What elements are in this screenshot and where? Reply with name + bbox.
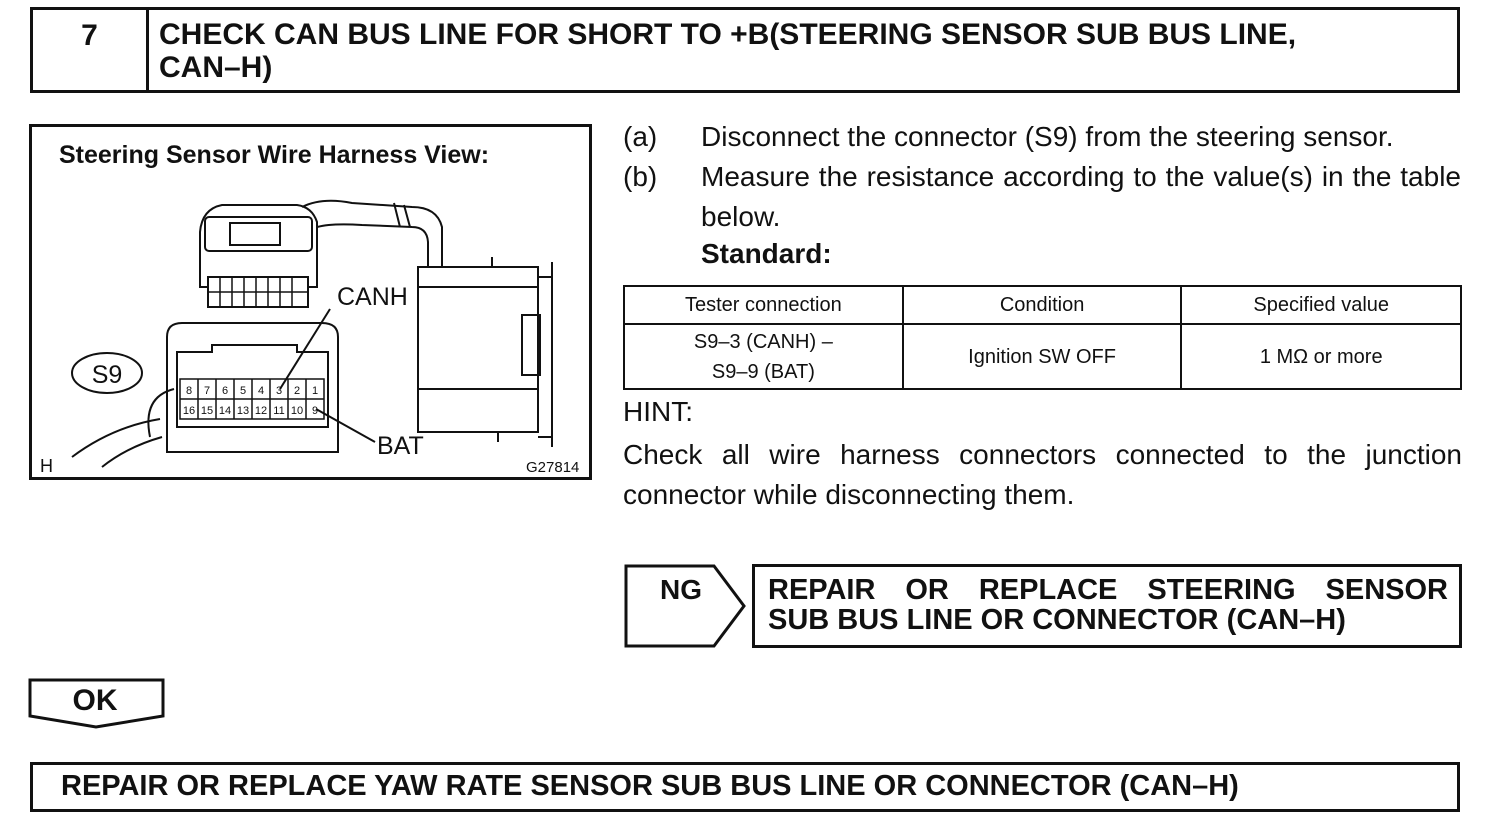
step-number: 7 xyxy=(33,10,149,90)
pin-4: 4 xyxy=(258,385,264,397)
standard-label: Standard: xyxy=(701,238,832,269)
pin-11: 11 xyxy=(273,405,284,417)
step-title-line1: CHECK CAN BUS LINE FOR SHORT TO +B(STEER… xyxy=(159,18,1297,51)
ok-arrow-box xyxy=(28,678,165,729)
ng-action-line2: SUB BUS LINE OR CONNECTOR (CAN–H) xyxy=(768,604,1346,636)
bat-label: BAT xyxy=(377,432,424,460)
pin-6: 6 xyxy=(222,385,228,397)
step-a-text: Disconnect the connector (S9) from the s… xyxy=(701,121,1394,152)
pin-12: 12 xyxy=(255,405,267,417)
step-title-line2: CAN–H) xyxy=(159,51,273,84)
canh-label: CANH xyxy=(337,283,408,311)
pin-10: 10 xyxy=(291,405,303,417)
pin-2: 2 xyxy=(294,385,300,397)
table-cell-value: 1 MΩ or more xyxy=(1180,323,1462,390)
connection-line2: S9–9 (BAT) xyxy=(711,360,815,383)
step-b-text: Measure the resistance according to the … xyxy=(701,161,1461,232)
connection-line1: S9–3 (CANH) – xyxy=(693,330,833,353)
connector-id-label: S9 xyxy=(92,361,123,389)
hint-label: HINT: xyxy=(623,396,693,427)
step-a-letter: (a) xyxy=(623,121,658,152)
table-row: S9–3 (CANH) – S9–9 (BAT) Ignition SW OFF… xyxy=(623,323,1462,390)
pin-15: 15 xyxy=(201,405,213,417)
pin-9: 9 xyxy=(312,405,318,417)
corner-h-label: H xyxy=(40,456,53,476)
standard-table: Tester connection Condition Specified va… xyxy=(623,285,1462,390)
ng-label: NG xyxy=(660,574,702,605)
pin-7: 7 xyxy=(204,385,210,397)
pin-8: 8 xyxy=(186,385,192,397)
pin-14: 14 xyxy=(219,405,231,417)
ok-label: OK xyxy=(72,684,118,717)
pin-5: 5 xyxy=(240,385,246,397)
connector-illustration: S9 CANH BAT H G27814 8 7 6 5 4 3 2 1 16 … xyxy=(40,199,579,476)
ok-action-text: REPAIR OR REPLACE YAW RATE SENSOR SUB BU… xyxy=(61,770,1239,802)
ng-action-text: REPAIR OR REPLACE STEERING SENSOR SUB BU… xyxy=(768,575,1448,635)
table-cell-condition: Ignition SW OFF xyxy=(901,323,1183,390)
pin-16: 16 xyxy=(183,405,195,417)
table-header-cell: Tester connection xyxy=(623,285,904,325)
ng-action-box: REPAIR OR REPLACE STEERING SENSOR SUB BU… xyxy=(752,564,1462,648)
step-title: CHECK CAN BUS LINE FOR SHORT TO +B(STEER… xyxy=(159,18,1449,84)
ng-action-line1: REPAIR OR REPLACE STEERING SENSOR xyxy=(768,574,1448,606)
hint-text: Check all wire harness connectors connec… xyxy=(623,439,1462,510)
pin-13: 13 xyxy=(237,405,249,417)
step-header: 7 CHECK CAN BUS LINE FOR SHORT TO +B(STE… xyxy=(30,7,1460,93)
ng-arrow-box xyxy=(624,564,746,648)
figure-code: G27814 xyxy=(526,459,579,476)
table-header-row: Tester connection Condition Specified va… xyxy=(623,285,1462,325)
step-b-letter: (b) xyxy=(623,161,658,192)
wire-harness-figure: S9 CANH BAT H G27814 8 7 6 5 4 3 2 1 16 … xyxy=(29,124,592,480)
table-header-cell: Condition xyxy=(901,285,1183,325)
ok-action-box: REPAIR OR REPLACE YAW RATE SENSOR SUB BU… xyxy=(30,762,1460,812)
pin-1: 1 xyxy=(312,385,318,397)
pin-3: 3 xyxy=(276,385,282,397)
table-cell-connection: S9–3 (CANH) – S9–9 (BAT) xyxy=(623,323,904,390)
figure-caption: Steering Sensor Wire Harness View: xyxy=(59,141,490,169)
table-header-cell: Specified value xyxy=(1180,285,1462,325)
